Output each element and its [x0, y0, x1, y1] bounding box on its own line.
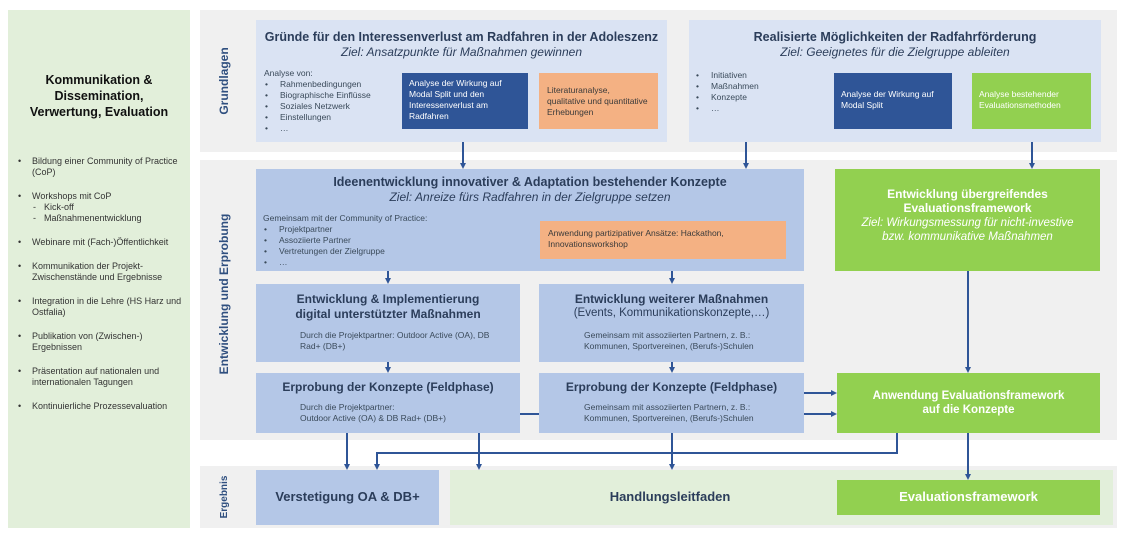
sub-list-item: Maßnahmenentwicklung: [32, 213, 188, 224]
digital-measures-box: Entwicklung & Implementierung digital un…: [256, 284, 520, 362]
text-line: Durch die Projektpartner:: [300, 402, 395, 412]
list-item: Workshops mit CoP Kick-off Maßnahmenentw…: [16, 191, 188, 224]
title-line: Dissemination,: [54, 89, 144, 103]
realisierte-modal-split-box: Analyse der Wirkung auf Modal Split: [834, 73, 952, 129]
evaluation-framework-development-box: Entwicklung übergreifendes Evaluationsfr…: [835, 169, 1100, 271]
realisierte-list: Initiativen Maßnahmen Konzepte …: [695, 70, 815, 114]
communication-list: Bildung einer Community of Practice (CoP…: [16, 156, 188, 425]
evaluation-framework-application-box: Anwendung Evaluationsframework auf die K…: [837, 373, 1100, 433]
list-heading: Gemeinsam mit der Community of Practice:: [263, 213, 428, 223]
list-item: Kommunikation der Projekt-Zwischenstände…: [16, 261, 188, 283]
title-line: Evaluationsframework: [903, 201, 1032, 215]
list-item: Projektpartner: [263, 224, 523, 235]
ideen-partner-list: Gemeinsam mit der Community of Practice:…: [263, 213, 523, 268]
list-item: Konzepte: [695, 92, 815, 103]
list-item: Bildung einer Community of Practice (CoP…: [16, 156, 188, 178]
list-item: Soziales Netzwerk: [264, 101, 404, 112]
section-label-grundlagen: Grundlagen: [217, 47, 231, 115]
list-item: Biographische Einflüsse: [264, 90, 404, 101]
field-trial-left-box: Erprobung der Konzepte (Feldphase) Durch…: [256, 373, 520, 433]
text-line: Kommunen, Sportvereinen, (Berufs-)Schule…: [584, 413, 754, 423]
text-line: Gemeinsam mit assoziierten Partnern, z. …: [584, 330, 751, 340]
handlungsleitfaden-label: Handlungsleitfaden: [609, 489, 731, 504]
eval-dev-goal: Ziel: Wirkungsmessung für nicht-investiv…: [861, 217, 1074, 243]
weitere-title: Entwicklung weiterer Maßnahmen: [574, 292, 769, 306]
list-item: …: [264, 123, 404, 134]
result-verstetigung-box: Verstetigung OA & DB+: [256, 470, 439, 525]
gruende-analysis-list: Analyse von: Rahmenbedingungen Biographi…: [264, 68, 404, 134]
verstetigung-label: Verstetigung OA & DB+: [275, 489, 420, 504]
realisierte-box: Realisierte Möglichkeiten der Radfahrför…: [689, 20, 1101, 142]
list-item: Einstellungen: [264, 112, 404, 123]
list-item: Rahmenbedingungen: [264, 79, 404, 90]
realisierte-goal: Ziel: Geeignetes für die Zielgruppe able…: [780, 45, 1010, 59]
gruende-goal: Ziel: Ansatzpunkte für Maßnahmen gewinne…: [340, 45, 583, 59]
text-line: Outdoor Active (OA) & DB Rad+ (DB+): [300, 413, 446, 423]
evaluationsframework-label: Evaluationsframework: [899, 489, 1038, 504]
erprobung-left-title: Erprobung der Konzepte (Feldphase): [282, 380, 494, 394]
eval-apply-title: Anwendung Evaluationsframework auf die K…: [837, 389, 1100, 417]
eval-dev-title: Entwicklung übergreifendes Evaluationsfr…: [835, 187, 1100, 215]
list-item-text: Workshops mit CoP: [32, 191, 112, 201]
list-item: Maßnahmen: [695, 81, 815, 92]
section-label-entwicklung: Entwicklung und Erprobung: [217, 213, 231, 375]
gruende-literature-box: Literaturanalyse, qualitative und quanti…: [539, 73, 658, 129]
communication-panel: Kommunikation & Dissemination, Verwertun…: [8, 10, 190, 528]
list-item: Integration in die Lehre (HS Harz und Os…: [16, 296, 188, 318]
title-line: Verwertung, Evaluation: [29, 105, 169, 119]
section-label-ergebnis: Ergebnis: [219, 475, 230, 519]
list-item: Kontinuierliche Prozessevaluation: [16, 401, 188, 412]
ideen-participatory-box: Anwendung partizipativer Ansätze: Hackat…: [540, 221, 786, 259]
text-line: Gemeinsam mit assoziierten Partnern, z. …: [584, 402, 751, 412]
title-line: Anwendung Evaluationsframework: [872, 390, 1065, 402]
erprobung-left-text: Durch die Projektpartner: Outdoor Active…: [300, 402, 510, 424]
realisierte-evaluation-methods-box: Analyse bestehender Evaluationsmethoden: [972, 73, 1091, 129]
digital-text: Durch die Projektpartner: Outdoor Active…: [300, 330, 490, 351]
erprobung-right-title: Erprobung der Konzepte (Feldphase): [565, 380, 778, 394]
realisierte-title: Realisierte Möglichkeiten der Radfahrför…: [753, 30, 1037, 44]
title-line: Entwicklung übergreifendes: [887, 187, 1048, 201]
digital-title: Entwicklung & Implementierung digital un…: [256, 292, 520, 322]
title-line: Kommunikation &: [45, 73, 153, 87]
gruende-box: Gründe für den Interessenverlust am Radf…: [256, 20, 667, 142]
communication-panel-title: Kommunikation & Dissemination, Verwertun…: [8, 72, 190, 120]
further-measures-box: Entwicklung weiterer Maßnahmen (Events, …: [539, 284, 804, 362]
weitere-subtitle: (Events, Kommunikationskonzepte,…): [573, 307, 770, 319]
field-trial-right-box: Erprobung der Konzepte (Feldphase) Gemei…: [539, 373, 804, 433]
list-item: Webinare mit (Fach-)Öffentlichkeit: [16, 237, 188, 248]
list-item: Initiativen: [695, 70, 815, 81]
title-line: digital unterstützter Maßnahmen: [295, 307, 481, 321]
list-item: Vertretungen der Zielgruppe: [263, 246, 523, 257]
ideen-box: Ideenentwicklung innovativer & Adaptatio…: [256, 169, 804, 271]
list-item: …: [263, 257, 523, 268]
result-evaluationsframework-box: Evaluationsframework: [837, 480, 1100, 515]
list-item: Präsentation auf nationalen und internat…: [16, 366, 188, 388]
list-heading: Analyse von:: [264, 68, 313, 78]
weitere-text: Gemeinsam mit assoziierten Partnern, z. …: [584, 330, 799, 352]
list-item: …: [695, 103, 815, 114]
ideen-goal: Ziel: Anreize fürs Radfahren in der Ziel…: [389, 190, 671, 204]
title-line: auf die Konzepte: [922, 404, 1015, 416]
gruende-modal-split-box: Analyse der Wirkung auf Modal Split und …: [402, 73, 528, 129]
sub-list-item: Kick-off: [32, 202, 188, 213]
list-item: Assoziierte Partner: [263, 235, 523, 246]
list-item: Publikation von (Zwischen-) Ergebnissen: [16, 331, 188, 353]
title-line: Entwicklung & Implementierung: [296, 292, 480, 306]
erprobung-right-text: Gemeinsam mit assoziierten Partnern, z. …: [584, 402, 799, 424]
ideen-title: Ideenentwicklung innovativer & Adaptatio…: [333, 175, 727, 189]
gruende-title: Gründe für den Interessenverlust am Radf…: [264, 30, 659, 44]
text-line: Kommunen, Sportvereinen, (Berufs-)Schule…: [584, 341, 754, 351]
